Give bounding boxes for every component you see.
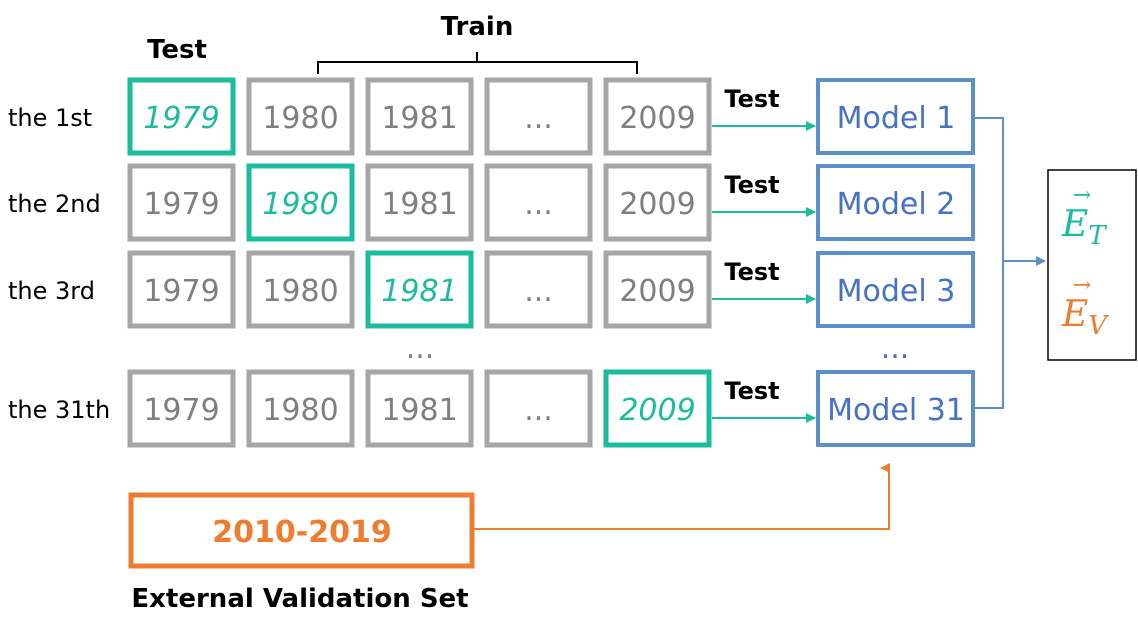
train-year-box: [127, 250, 236, 329]
train-year-box: [246, 77, 355, 156]
train-year-box: [246, 250, 355, 329]
year-ellipsis: ...: [406, 331, 435, 366]
test-arrow-label: Test: [724, 377, 779, 405]
train-year-box: [484, 250, 593, 329]
test-arrow-label: Test: [724, 258, 779, 286]
train-year-box: [603, 163, 712, 242]
train-year-box: [127, 369, 236, 448]
train-year-box: [365, 77, 474, 156]
train-year-box: [484, 163, 593, 242]
validation-box: [128, 492, 475, 569]
fold-label: the 31th: [8, 396, 110, 424]
e-t-arrow-icon: →: [1073, 183, 1091, 208]
validation-caption: External Validation Set: [131, 584, 468, 614]
model-label: Model 2: [837, 187, 956, 222]
fold-label: the 1st: [8, 104, 92, 132]
train-year-label: 2009: [619, 101, 695, 136]
e-v-subscript: V: [1088, 311, 1109, 341]
train-year-label: 1979: [143, 393, 219, 428]
train-year-label: ...: [524, 187, 553, 222]
model-label: Model 31: [827, 393, 965, 428]
validation-arrow: [472, 463, 890, 530]
model-label: Model 3: [837, 274, 956, 309]
train-year-label: 1980: [262, 393, 338, 428]
test-year-label: 1981: [381, 274, 457, 309]
train-year-label: 1981: [381, 187, 457, 222]
model-box: [816, 164, 975, 241]
test-year-box: [365, 250, 474, 329]
svg-text:ET: ET: [1061, 204, 1107, 251]
train-year-box: [365, 369, 474, 448]
train-year-label: ...: [524, 274, 553, 309]
test-year-box: [603, 369, 712, 448]
test-arrow-label: Test: [724, 171, 779, 199]
error-vector-train: → ET: [1061, 183, 1107, 251]
e-v-symbol: E: [1061, 294, 1088, 335]
train-year-label: 1981: [381, 393, 457, 428]
train-year-box: [603, 250, 712, 329]
results-box: [1047, 169, 1137, 361]
train-year-box: [603, 77, 712, 156]
train-year-label: 1979: [143, 187, 219, 222]
train-year-label: 1980: [262, 101, 338, 136]
svg-text:EV: EV: [1061, 294, 1109, 341]
train-year-label: 1979: [143, 274, 219, 309]
train-brace: [317, 52, 638, 74]
test-year-label: 1979: [143, 101, 219, 136]
e-v-arrow-icon: →: [1073, 273, 1091, 298]
train-year-label: 1980: [262, 274, 338, 309]
train-year-label: ...: [524, 101, 553, 136]
test-header: Test: [147, 35, 207, 65]
validation-range: 2010-2019: [212, 515, 391, 550]
train-year-box: [484, 369, 593, 448]
error-vector-validation: → EV: [1061, 273, 1109, 341]
fold-label: the 3rd: [8, 277, 95, 305]
train-year-box: [127, 163, 236, 242]
train-year-box: [365, 163, 474, 242]
train-header: Train: [441, 12, 514, 42]
train-year-label: 2009: [619, 187, 695, 222]
model-ellipsis: ...: [881, 331, 910, 366]
train-year-label: ...: [524, 393, 553, 428]
e-t-symbol: E: [1061, 204, 1088, 245]
train-year-label: 1981: [381, 101, 457, 136]
train-year-box: [484, 77, 593, 156]
test-year-label: 1980: [262, 187, 338, 222]
train-year-box: [246, 369, 355, 448]
test-year-box: [246, 163, 355, 242]
test-arrow-label: Test: [724, 85, 779, 113]
test-year-box: [127, 77, 236, 156]
fold-label: the 2nd: [8, 190, 101, 218]
models-connector: [973, 117, 1004, 409]
model-box: [816, 78, 975, 155]
model-label: Model 1: [837, 101, 956, 136]
test-year-label: 2009: [619, 393, 695, 428]
e-t-subscript: T: [1088, 221, 1107, 251]
model-box: [816, 251, 975, 328]
train-year-label: 2009: [619, 274, 695, 309]
